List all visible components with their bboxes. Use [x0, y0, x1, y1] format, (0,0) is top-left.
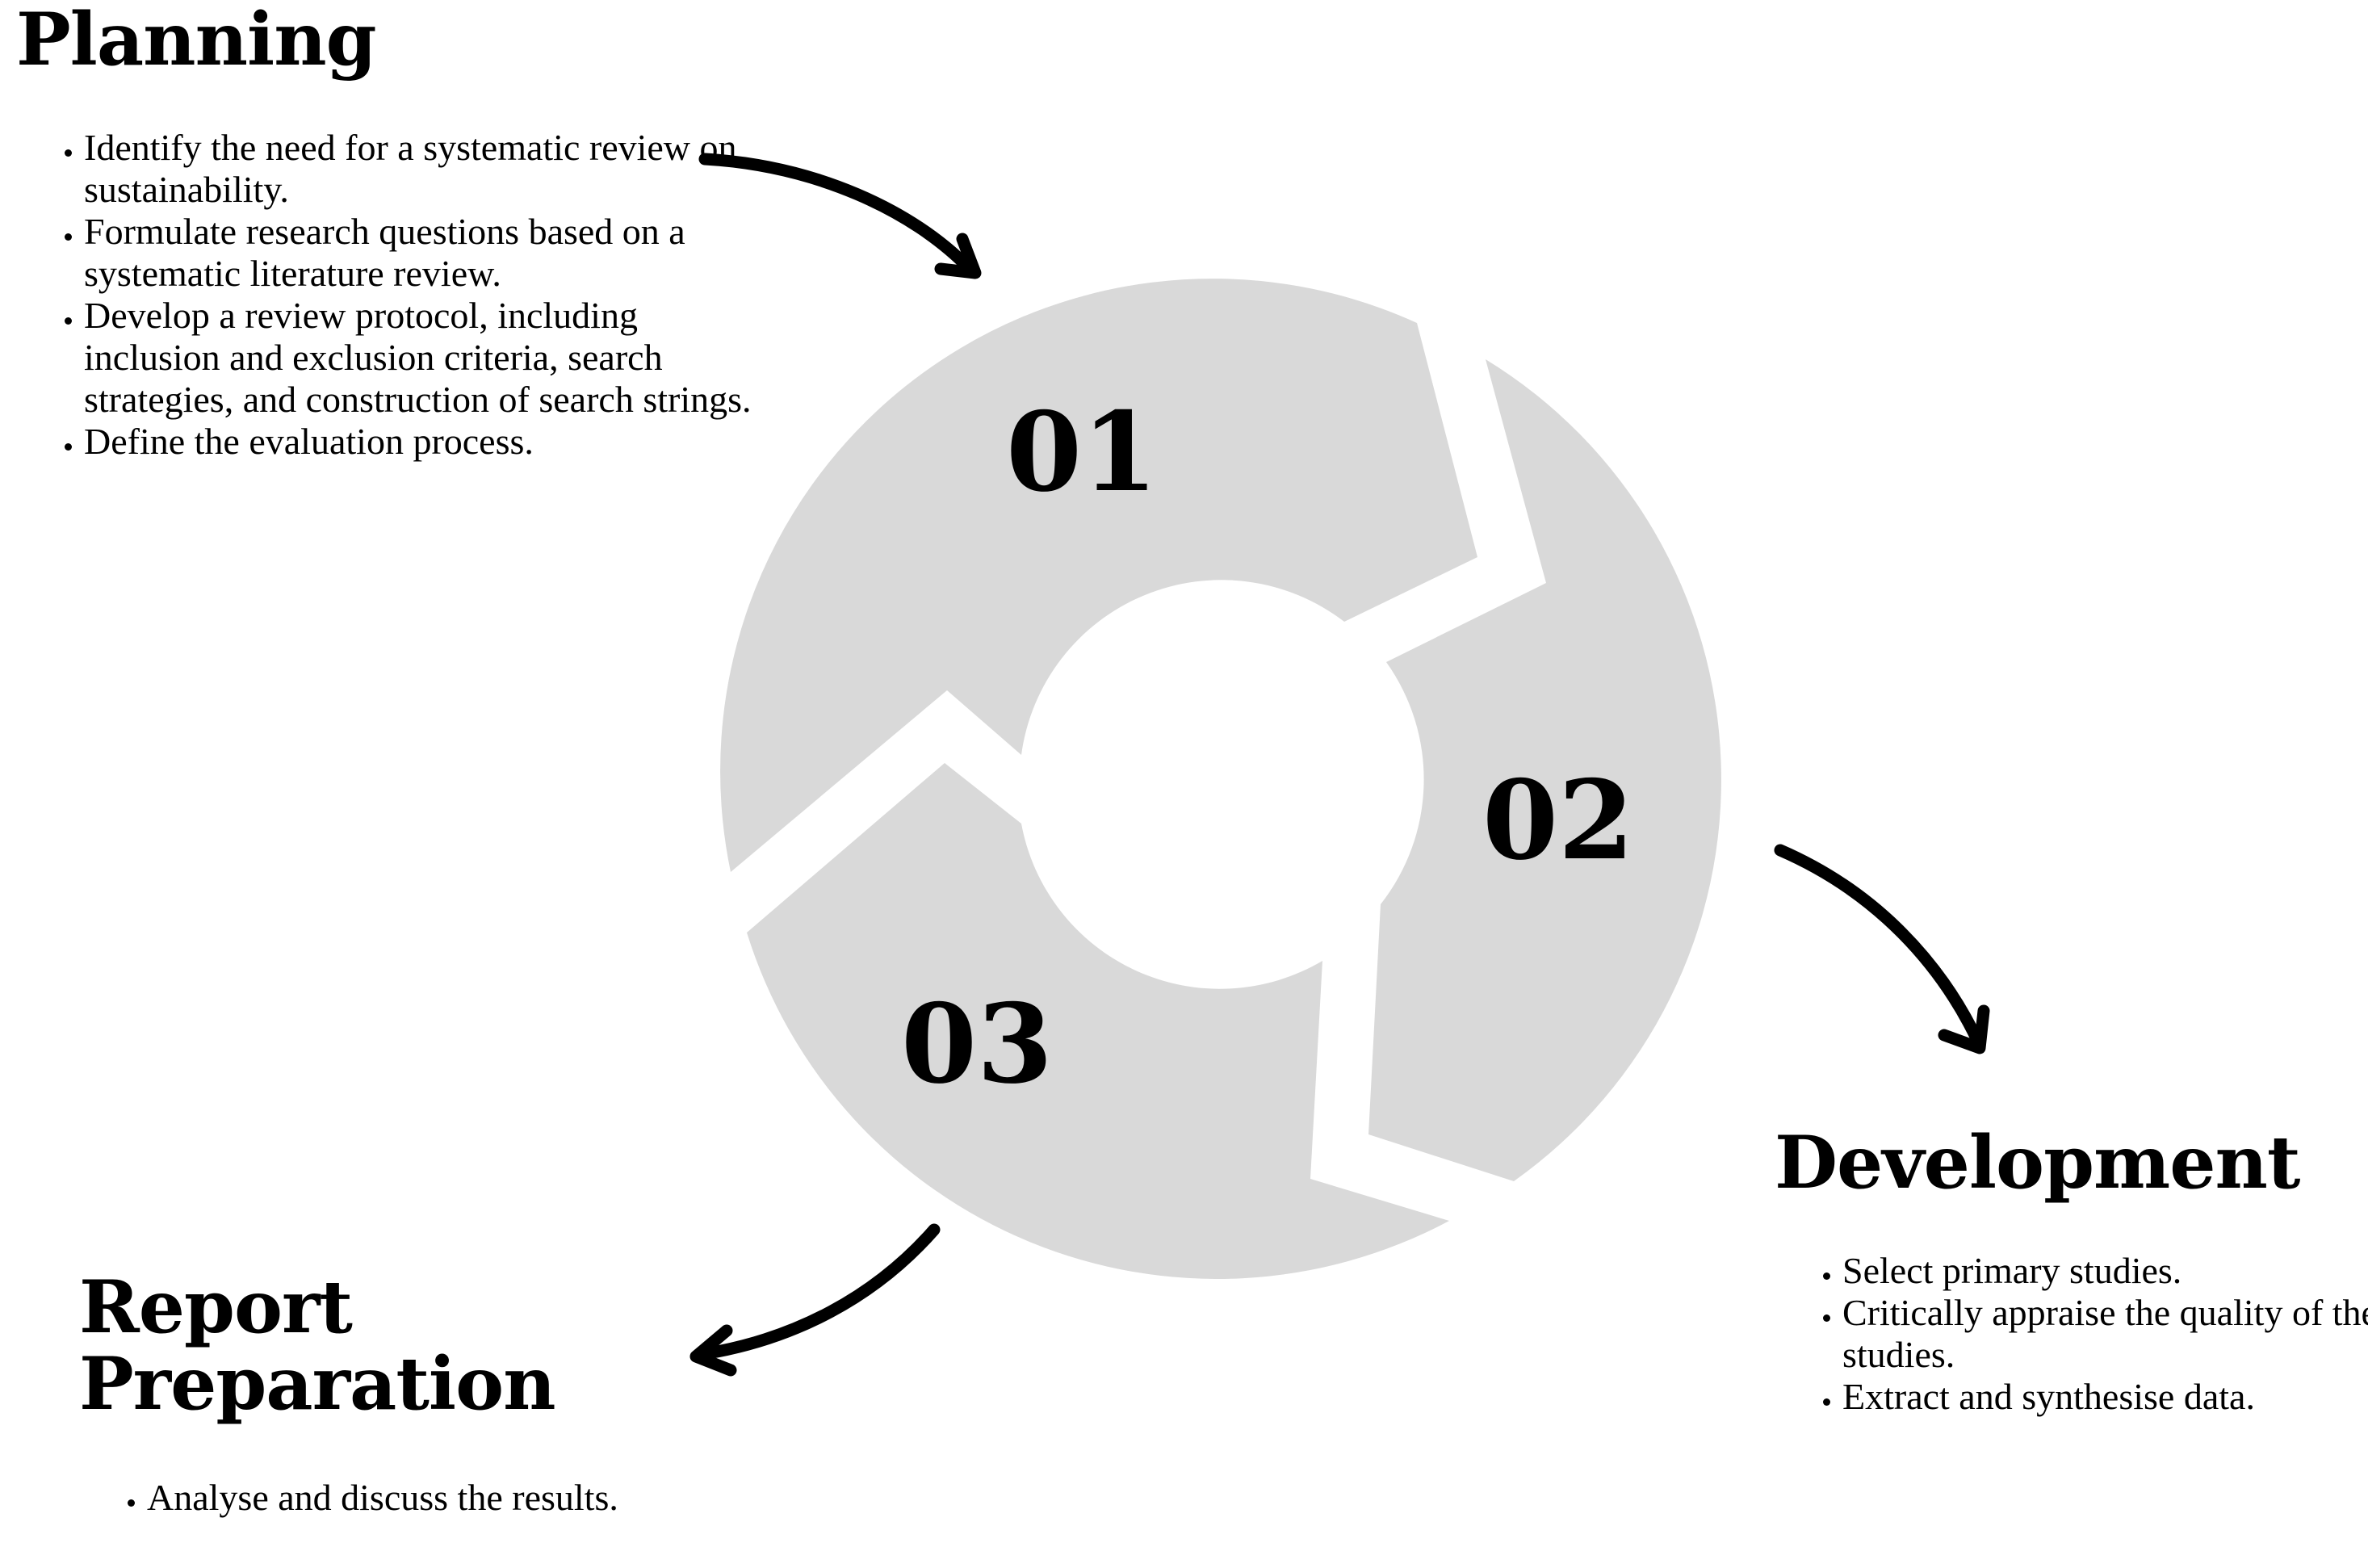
- list-item: Identify the need for a systematic revie…: [84, 127, 762, 211]
- report-preparation-bullet-list: Analyse and discuss the results.: [79, 1477, 656, 1519]
- title-report-preparation: Report Preparation: [79, 1264, 556, 1428]
- list-item: Formulate research questions based on a …: [84, 211, 762, 295]
- planning-bullet-list: Identify the need for a systematic revie…: [16, 127, 762, 463]
- title-development: Development: [1775, 1120, 2301, 1205]
- step-number-03: 03: [901, 979, 1053, 1108]
- arrow-planning-to-cycle: [698, 153, 982, 279]
- title-planning: Planning: [16, 0, 377, 82]
- arrow-cycle-to-development: [1774, 844, 1990, 1054]
- list-item: Develop a review protocol, including inc…: [84, 295, 762, 421]
- list-item: Extract and synthesise data.: [1842, 1376, 2368, 1418]
- development-bullet-list: Select primary studies. Critically appra…: [1775, 1250, 2368, 1418]
- cycle-segment-01: [720, 279, 1477, 872]
- list-item: Critically appraise the quality of the s…: [1842, 1292, 2368, 1376]
- list-item: Define the evaluation process.: [84, 421, 762, 463]
- list-item: Select primary studies.: [1842, 1250, 2368, 1292]
- step-number-01: 01: [1006, 388, 1158, 516]
- cycle-segment-03: [747, 763, 1449, 1279]
- step-number-02: 02: [1482, 756, 1634, 884]
- arrow-cycle-to-report: [689, 1223, 941, 1377]
- list-item: Analyse and discuss the results.: [147, 1477, 656, 1519]
- cycle-segment-02: [1368, 359, 1721, 1181]
